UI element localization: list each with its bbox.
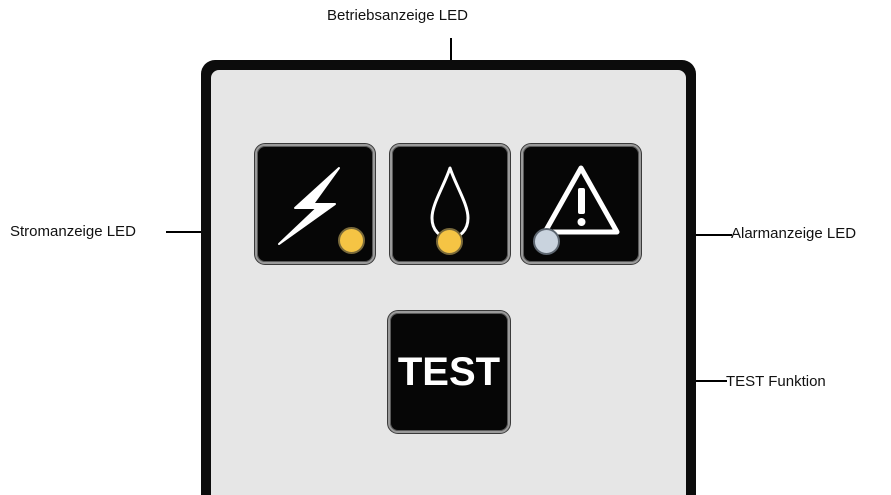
alarm-led: [533, 228, 560, 255]
alarm-button[interactable]: [521, 144, 641, 264]
test-button-label: TEST: [397, 349, 501, 394]
power-led-label: Stromanzeige LED: [10, 223, 136, 240]
test-function-label: TEST Funktion: [726, 373, 826, 390]
operation-led: [436, 228, 463, 255]
operation-button[interactable]: [390, 144, 510, 264]
power-led: [338, 227, 365, 254]
operation-led-label: Betriebsanzeige LED: [327, 7, 468, 24]
test-button[interactable]: TEST: [388, 311, 510, 433]
warning-triangle-icon: [542, 165, 620, 235]
alarm-led-label: Alarmanzeige LED: [731, 225, 857, 242]
power-button[interactable]: [255, 144, 375, 264]
lightning-bolt-icon: [278, 167, 340, 245]
